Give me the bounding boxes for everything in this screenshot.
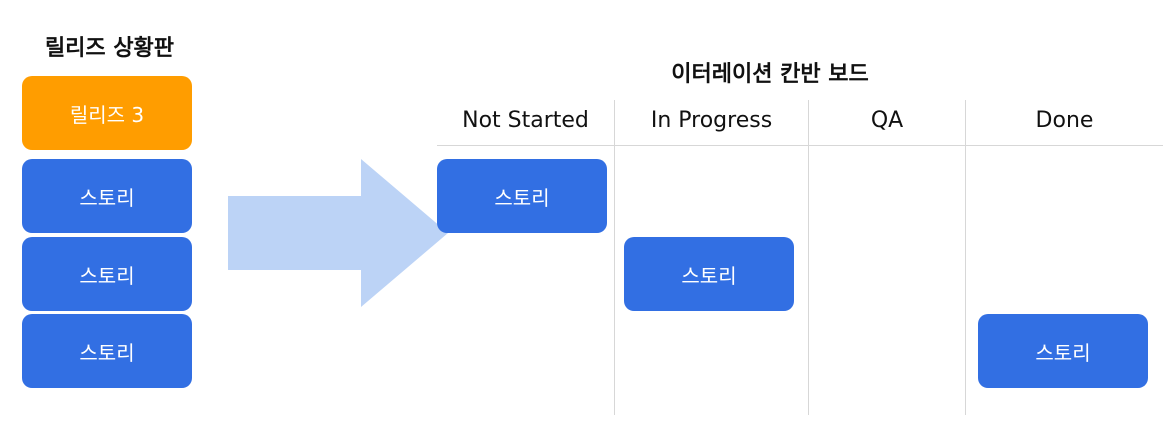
release-story-card: 스토리 <box>22 237 192 311</box>
release-story-card: 스토리 <box>22 314 192 388</box>
release-card-label: 릴리즈 3 <box>69 102 145 127</box>
story-label: 스토리 <box>681 263 737 288</box>
kanban-card-done: 스토리 <box>978 314 1148 388</box>
column-header-in-progress: In Progress <box>650 108 773 133</box>
story-label: 스토리 <box>1035 340 1091 365</box>
story-label: 스토리 <box>494 185 550 210</box>
column-header-qa: QA <box>870 108 904 133</box>
column-header-not-started: Not Started <box>462 108 589 133</box>
release-story-card: 스토리 <box>22 159 192 233</box>
column-divider <box>614 100 615 415</box>
column-divider <box>808 100 809 415</box>
column-header-done: Done <box>1035 108 1094 133</box>
release-board-title: 릴리즈 상황판 <box>44 36 175 61</box>
kanban-card-in-progress: 스토리 <box>624 237 794 311</box>
story-label: 스토리 <box>79 340 135 365</box>
release-card: 릴리즈 3 <box>22 76 192 150</box>
kanban-card-not-started: 스토리 <box>437 159 607 233</box>
story-label: 스토리 <box>79 185 135 210</box>
header-divider <box>437 145 1163 146</box>
kanban-board-title: 이터레이션 칸반 보드 <box>671 62 869 87</box>
column-divider <box>965 100 966 415</box>
right-arrow-icon <box>228 159 448 307</box>
story-label: 스토리 <box>79 263 135 288</box>
